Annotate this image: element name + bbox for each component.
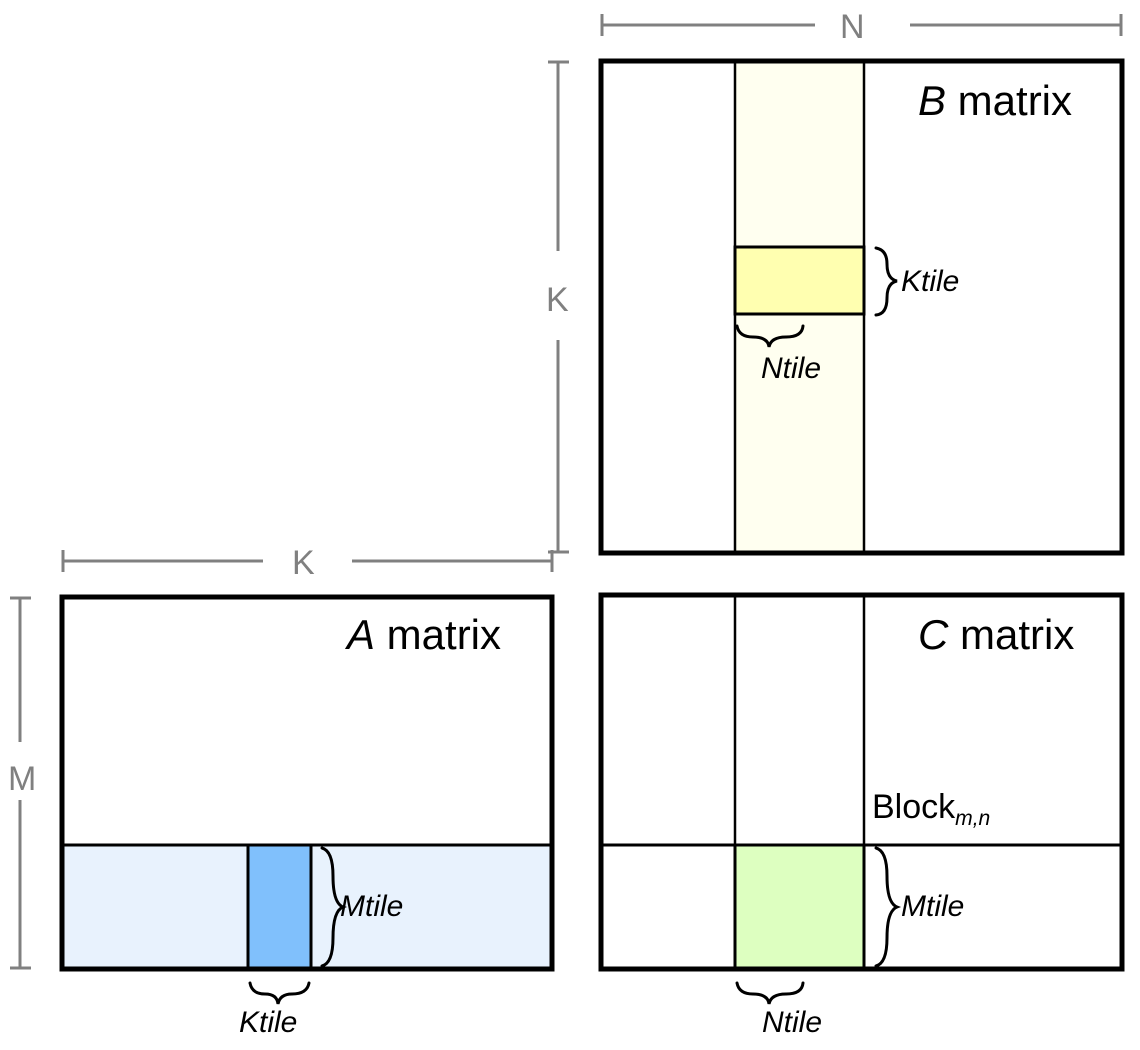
- c-matrix-ntile-label: Ntile: [762, 1006, 823, 1039]
- c-matrix-mtile-brace: [874, 846, 902, 968]
- a-matrix-border: [59, 594, 555, 972]
- a-matrix-ktile-brace: [248, 981, 311, 1005]
- dimension-label-k-horizontal: K: [292, 544, 315, 582]
- b-matrix-label-rest: matrix: [946, 77, 1073, 124]
- a-matrix-label-rest: matrix: [375, 611, 502, 658]
- b-matrix-ntile-brace: [735, 324, 805, 348]
- b-matrix-ktile-label: Ktile: [901, 265, 960, 298]
- c-matrix-ntile-brace: [735, 981, 805, 1005]
- dimension-line-n: [600, 14, 1123, 36]
- dimension-label-k-vertical: K: [546, 281, 569, 319]
- dimension-label-n: N: [840, 8, 865, 46]
- c-matrix-label-rest: matrix: [948, 611, 1075, 658]
- a-matrix-tile: [246, 843, 313, 971]
- a-matrix-mtile-brace: [320, 846, 348, 968]
- c-matrix-group: [598, 592, 1125, 1005]
- b-matrix-group: [598, 58, 1125, 556]
- b-matrix-tile: [733, 245, 866, 316]
- b-matrix-label: B matrix: [918, 80, 1072, 122]
- c-matrix-border: [598, 592, 1125, 972]
- a-matrix-label: A matrix: [347, 614, 501, 656]
- c-matrix-mtile-label: Mtile: [901, 890, 965, 923]
- c-matrix-block-text: Block: [872, 788, 956, 826]
- dimension-line-k-horizontal: [61, 550, 554, 572]
- dimension-line-m: [10, 596, 31, 970]
- c-matrix-block-label: Blockm,n: [872, 788, 990, 829]
- b-matrix-border: [598, 58, 1125, 556]
- dimension-label-m: M: [8, 760, 37, 798]
- a-matrix-label-italic: A: [347, 611, 376, 658]
- c-matrix-label-italic: C: [918, 611, 949, 658]
- c-matrix-tile: [733, 843, 866, 971]
- c-matrix-label: C matrix: [918, 614, 1074, 656]
- b-matrix-ntile-label: Ntile: [761, 352, 822, 385]
- a-matrix-mtile-label: Mtile: [340, 890, 404, 923]
- a-matrix-ktile-label: Ktile: [239, 1006, 298, 1039]
- b-matrix-ktile-brace: [874, 246, 898, 317]
- b-matrix-label-italic: B: [918, 77, 947, 124]
- a-matrix-group: [59, 594, 555, 1005]
- dimension-line-k-vertical: [548, 60, 569, 554]
- c-matrix-block-subscript: m,n: [955, 806, 991, 830]
